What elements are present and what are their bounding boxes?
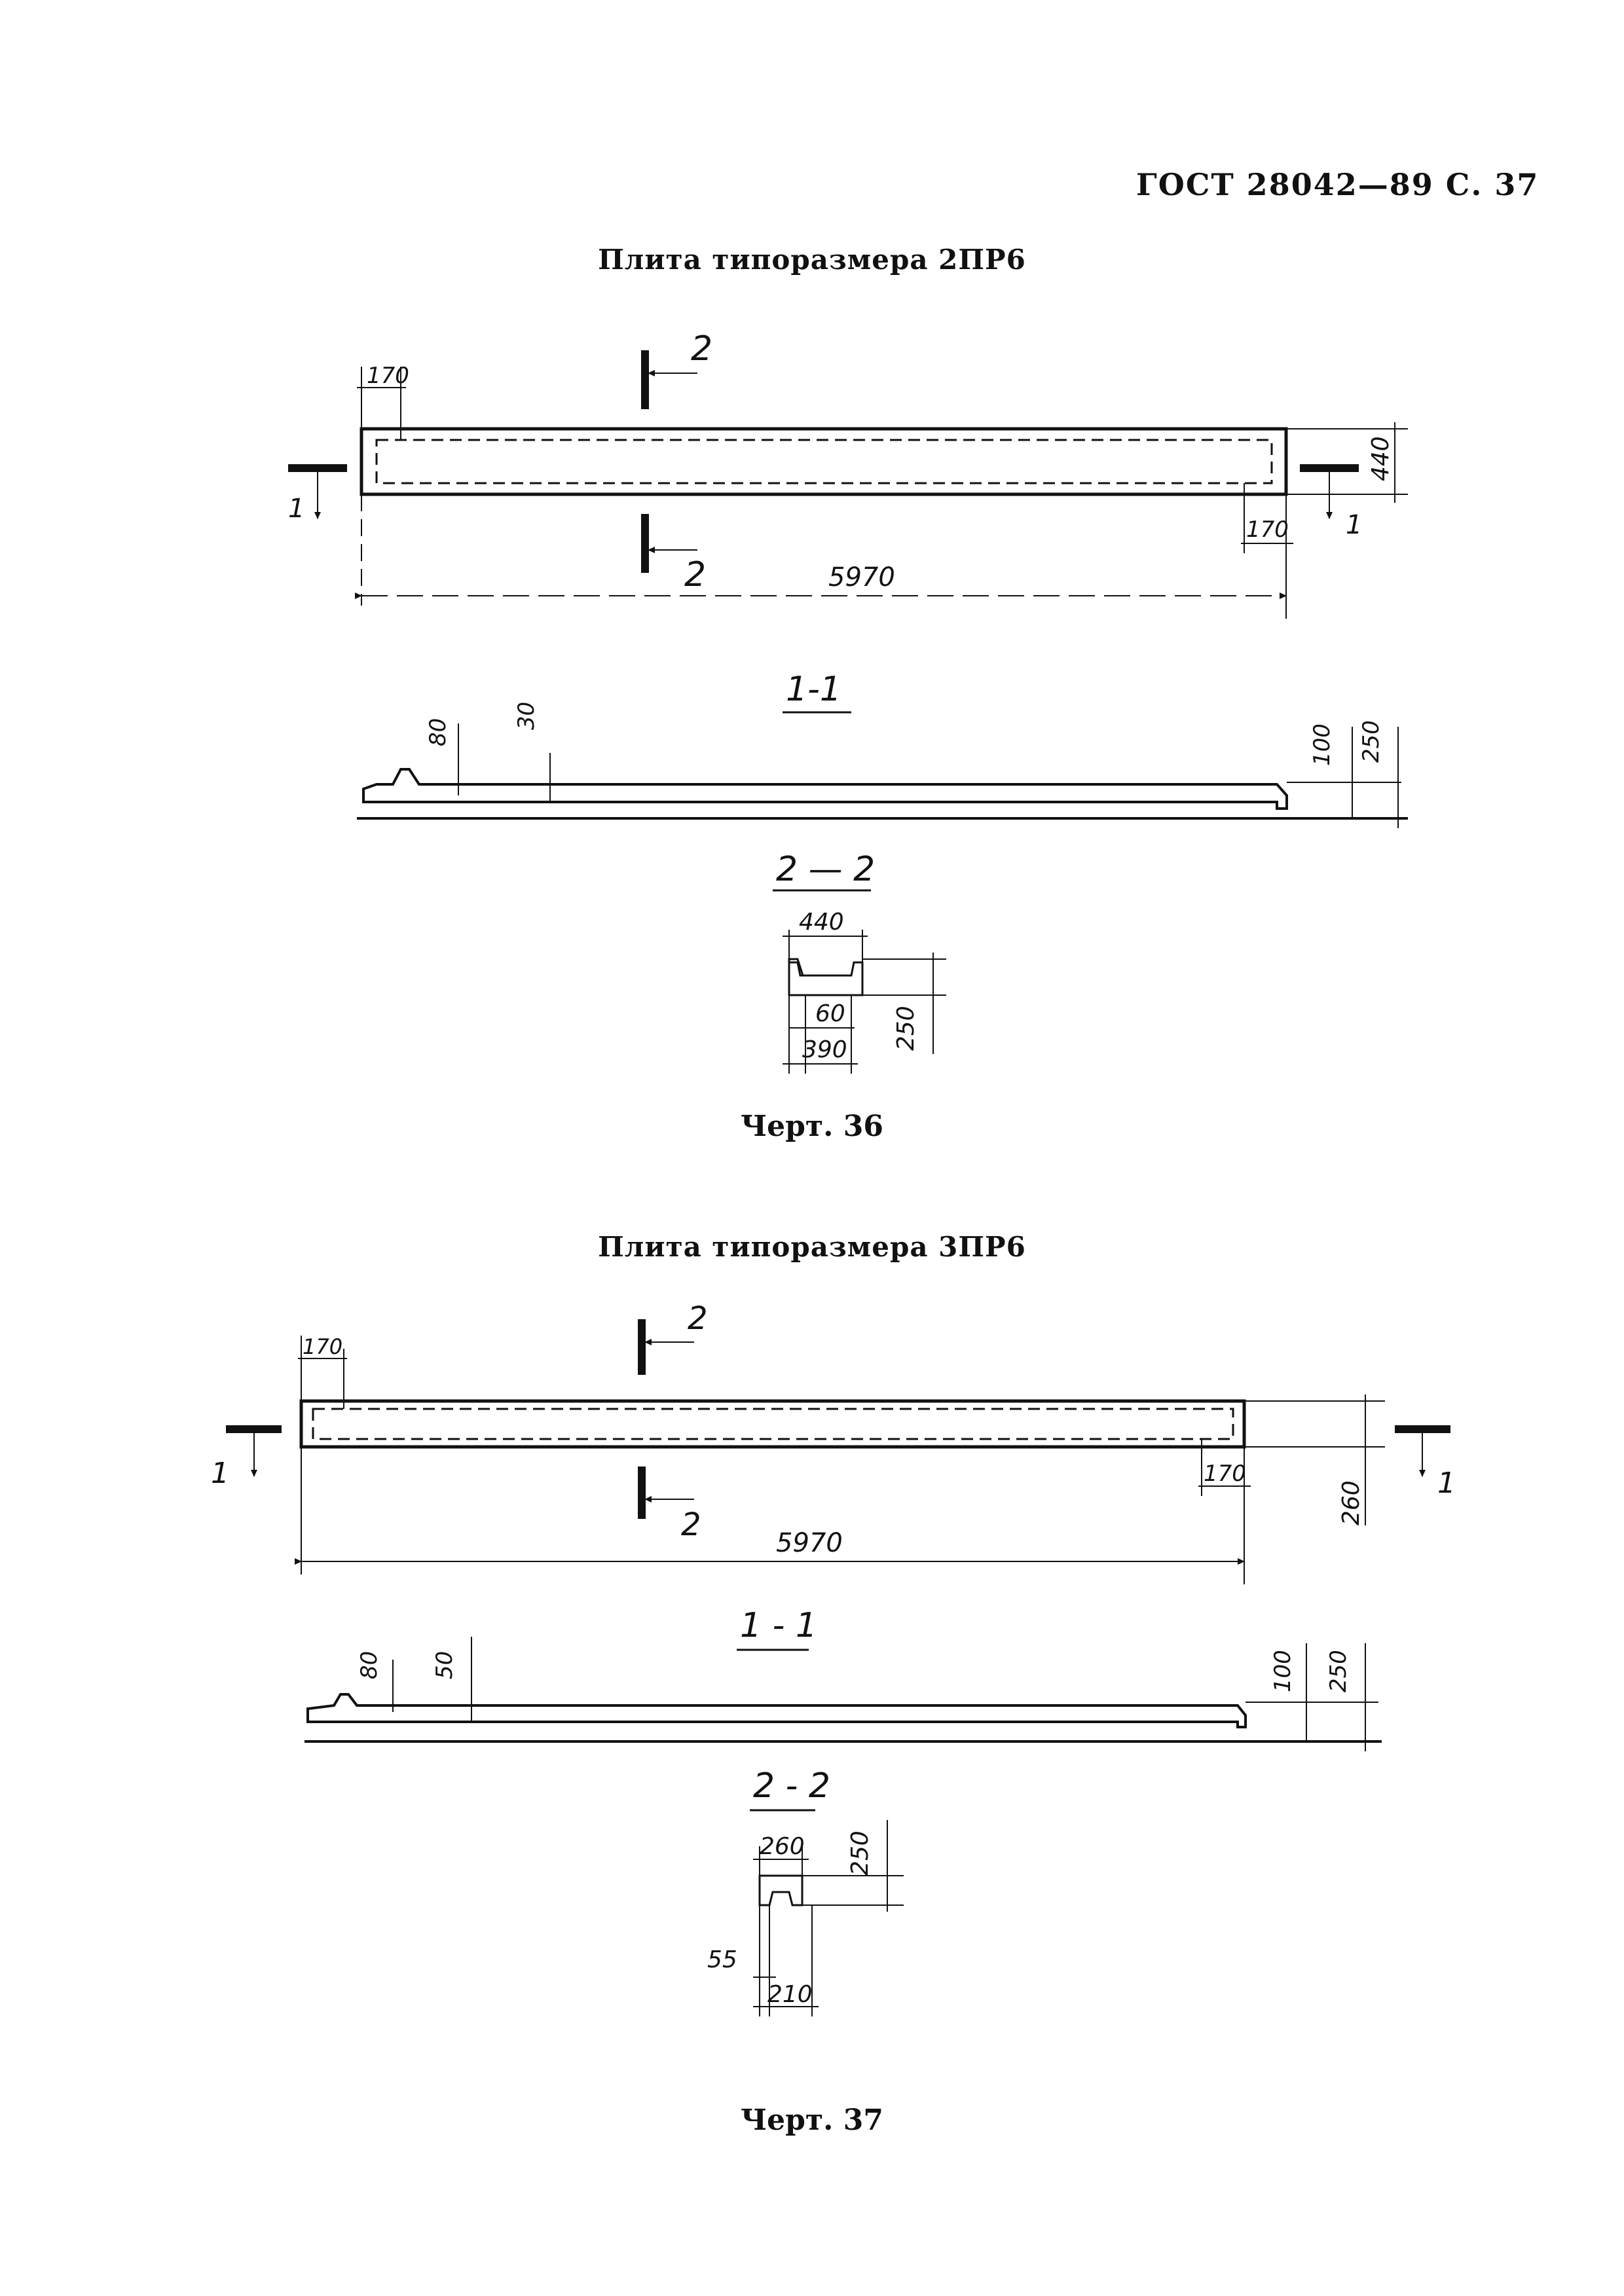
dim-top-width-37: 260	[760, 1833, 805, 1860]
hidden-rib-outline	[312, 1408, 1234, 1440]
section-mark-2-top-37: 2	[688, 1300, 708, 1337]
dim-end-right-37: 170	[1204, 1461, 1246, 1487]
dim-step-37: 50	[432, 1651, 458, 1679]
figure-36-plan-view	[288, 350, 1408, 619]
dim-width-36: 440	[1367, 436, 1394, 481]
dim-height-37: 250	[1325, 1650, 1352, 1692]
section-mark-2-top-36: 2	[691, 329, 712, 369]
dim-length-36: 5970	[828, 562, 895, 592]
slab-outline	[360, 427, 1288, 496]
figure-37-section-1-1	[304, 1637, 1382, 1751]
figure-37-title: Плита типоразмера 3ПР6	[598, 1231, 1026, 1263]
dim-end-left-36: 170	[367, 363, 409, 389]
section-mark-1-left-37: 1	[211, 1457, 229, 1490]
dim-thickness-36: 100	[1309, 723, 1335, 766]
dim-thickness-37: 100	[1270, 1650, 1296, 1692]
dim-wall-36: 60	[815, 1000, 845, 1027]
dim-step-36: 30	[513, 702, 540, 730]
section-2-2-label-37: 2 - 2	[753, 1766, 830, 1806]
slab-outline	[299, 1399, 1246, 1449]
dim-width-37: 260	[1338, 1480, 1365, 1525]
dim-length-37: 5970	[776, 1528, 843, 1558]
section-1-1-label-37: 1 - 1	[740, 1606, 817, 1645]
dim-height-2-2-36: 250	[893, 1006, 919, 1051]
section-mark-2-bottom-36: 2	[684, 555, 706, 594]
figure-37-section-2-2	[753, 1820, 904, 2016]
dim-rib-36: 80	[425, 718, 451, 746]
dim-end-left-37: 170	[303, 1334, 342, 1359]
dim-bottom-width-36: 390	[802, 1036, 847, 1063]
dim-wall-37: 55	[707, 1946, 737, 1973]
section-1-1-label-36: 1-1	[786, 670, 841, 709]
section-mark-2-bottom-37: 2	[681, 1506, 701, 1543]
dim-rib-37: 80	[356, 1651, 382, 1679]
section-mark-1-right-36: 1	[1346, 510, 1362, 540]
figure-36-title: Плита типоразмера 2ПР6	[598, 244, 1026, 276]
figure-36-section-2-2	[783, 930, 946, 1074]
dim-height-36: 250	[1358, 720, 1384, 763]
section-2-2-label-36: 2 — 2	[776, 850, 875, 889]
dim-top-width-36: 440	[799, 909, 844, 936]
section-mark-1-right-37: 1	[1437, 1467, 1456, 1500]
document-reference: ГОСТ 28042—89 С. 37	[1136, 167, 1540, 202]
figure-36-caption: Черт. 36	[740, 1110, 884, 1143]
dim-bottom-width-37: 210	[767, 1981, 813, 2008]
section-mark-1-left-36: 1	[288, 494, 304, 524]
dim-height-2-2-37: 250	[847, 1831, 874, 1876]
dim-end-right-36: 170	[1246, 517, 1289, 543]
figure-37-plan-view	[226, 1319, 1450, 1584]
figure-36-section-1-1	[357, 723, 1408, 828]
figure-37-caption: Черт. 37	[740, 2104, 884, 2137]
hidden-rib-outline	[375, 439, 1273, 484]
